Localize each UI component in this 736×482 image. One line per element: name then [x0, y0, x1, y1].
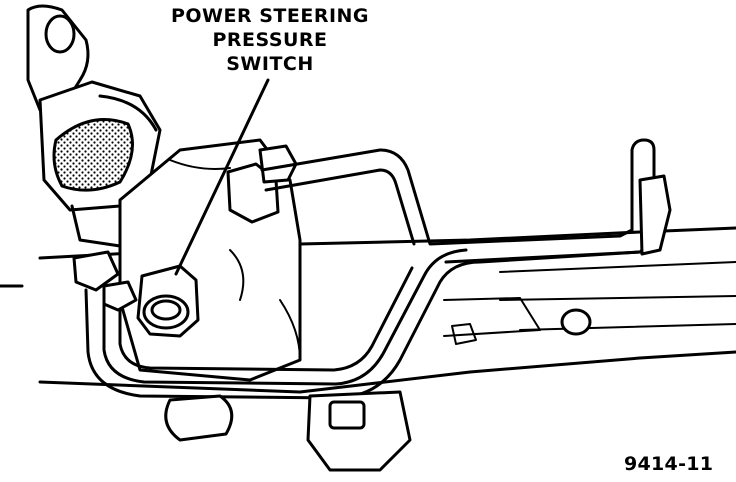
pressure-switch	[136, 264, 200, 338]
figure-number: 9414-11	[624, 453, 714, 475]
callout-line-2: PRESSURE	[212, 29, 328, 51]
hydraulic-lines	[84, 138, 656, 400]
pressure-switch-label: POWER STEERING PRESSURE SWITCH	[150, 4, 390, 76]
left-fittings	[72, 250, 138, 312]
lower-bracket	[164, 390, 412, 472]
tube-fitting-nut	[226, 144, 298, 224]
callout-line-1: POWER STEERING	[170, 5, 370, 27]
end-fitting	[451, 174, 672, 345]
callout-line-3: SWITCH	[226, 53, 314, 75]
callout-leader-line	[174, 78, 270, 276]
